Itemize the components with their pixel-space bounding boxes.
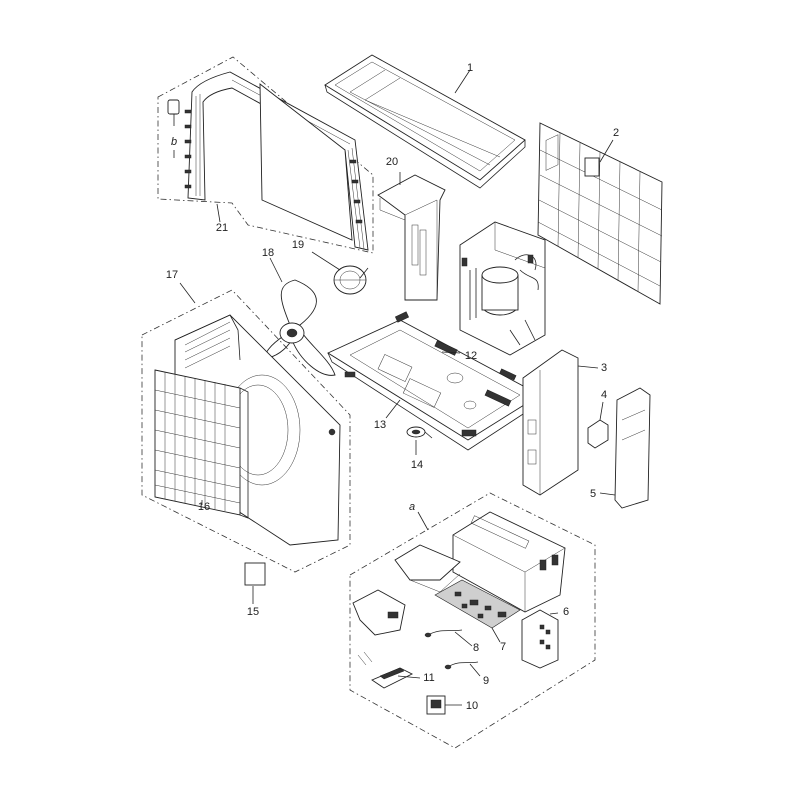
leader-8	[454, 631, 473, 647]
leader-1	[454, 69, 471, 94]
discharge-grille	[154, 369, 249, 519]
propeller-fan	[265, 279, 336, 376]
leader-12	[441, 351, 461, 354]
part-label-18: 18	[261, 247, 275, 259]
leader-13	[385, 399, 401, 419]
fan-motor	[333, 265, 369, 295]
side-plate	[522, 134, 579, 496]
leader-17	[179, 282, 196, 304]
leader-a	[417, 511, 429, 531]
base-pan	[327, 311, 541, 451]
leader-9	[469, 663, 481, 677]
part-label-12: 12	[464, 350, 478, 362]
top-plate	[324, 54, 526, 189]
leader-2	[599, 139, 614, 163]
printed-circuit-board	[434, 579, 521, 629]
group-label-b: b	[170, 136, 178, 148]
reactor-11	[357, 651, 414, 689]
leader-19	[311, 251, 341, 271]
compressor-assembly	[459, 221, 546, 356]
leader-6	[549, 612, 559, 615]
group-17-front-panel-box	[141, 289, 351, 573]
part-label-14: 14	[410, 459, 424, 471]
leader-3	[577, 365, 599, 369]
part-label-11: 11	[423, 672, 435, 684]
switch-box	[452, 511, 566, 613]
leader-11	[397, 675, 421, 679]
terminal-block-plate	[521, 609, 559, 669]
part-label-17: 17	[165, 269, 179, 281]
stop-valve-cover	[587, 419, 609, 449]
group-a-electrical-box	[349, 492, 596, 749]
sensor-clip-part-b	[167, 99, 180, 158]
part-label-6: 6	[562, 606, 570, 618]
part-label-5: 5	[589, 488, 597, 500]
part-label-7: 7	[499, 641, 507, 653]
capacitor-10	[426, 695, 446, 715]
leader-4	[599, 401, 604, 421]
part-label-10: 10	[465, 700, 479, 712]
leader-5	[599, 492, 616, 496]
thermistor-8	[424, 629, 463, 638]
switch-box-cover	[394, 544, 461, 593]
part-label-21: 21	[215, 222, 229, 234]
leader-7	[491, 627, 501, 643]
part-label-20: 20	[385, 156, 399, 168]
heat-exchanger-coil	[184, 71, 369, 251]
part-label-16: 16	[197, 501, 211, 513]
part-label-1: 1	[466, 62, 474, 74]
part-label-3: 3	[600, 362, 608, 374]
motor-support-bracket	[377, 174, 446, 301]
part-label-19: 19	[291, 239, 305, 251]
name-plate	[244, 562, 266, 586]
part-label-13: 13	[373, 419, 387, 431]
part-label-2: 2	[612, 127, 620, 139]
group-label-a: a	[408, 501, 416, 513]
part-label-15: 15	[246, 606, 260, 618]
part-label-8: 8	[472, 642, 480, 654]
thermistor-9	[444, 661, 479, 670]
rear-grille	[537, 122, 663, 305]
leader-21	[216, 203, 221, 223]
leader-18	[269, 257, 283, 283]
terminal-bracket	[352, 589, 406, 636]
drain-socket	[406, 426, 433, 439]
right-side-panel	[614, 387, 651, 509]
part-label-9: 9	[482, 675, 490, 687]
part-label-4: 4	[600, 389, 608, 401]
group-21-coil-box	[157, 56, 374, 254]
